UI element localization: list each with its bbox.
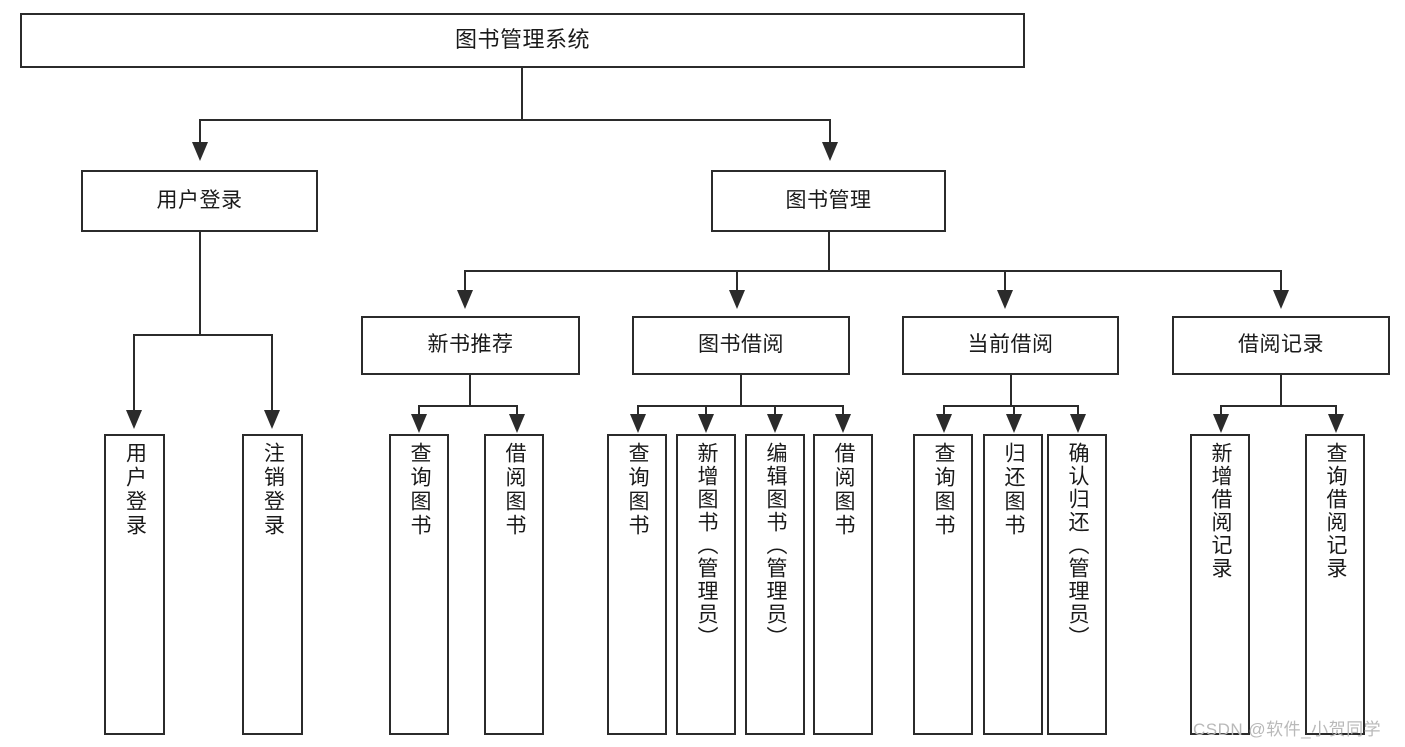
leaf-new-book-borrow[interactable]: 借阅图书 [484,434,544,735]
connector-user-login-stem [199,232,201,336]
connector-book-manage-branch-4 [1280,270,1282,292]
arrowhead-book-borrow-leaf-2 [698,414,714,433]
connector-book-manage-branch-2 [736,270,738,292]
leaf-book-borrow-query[interactable]: 查询图书 [607,434,667,735]
arrowhead-level3-new-book [457,290,473,309]
leaf-user-login-logout[interactable]: 注销登录 [242,434,303,735]
node-new-book-recommend[interactable]: 新书推荐 [361,316,580,375]
connector-new-book-bus [418,405,518,407]
connector-root-stem [521,68,523,119]
connector-new-book-branch-1 [418,405,420,417]
connector-user-login-branch-1 [133,334,135,412]
node-borrow-record[interactable]: 借阅记录 [1172,316,1390,375]
node-label: 编辑图书（管理员） [764,442,788,649]
node-label: 查询借阅记录 [1324,442,1348,580]
connector-current-borrow-branch-2 [1013,405,1015,417]
arrowhead-level3-book-borrow [729,290,745,309]
node-label: 新书推荐 [427,333,514,357]
arrowhead-borrow-record-leaf-1 [1213,414,1229,433]
connector-borrow-record-stem [1280,375,1282,407]
node-label: 新增借阅记录 [1209,442,1233,580]
leaf-new-book-query[interactable]: 查询图书 [389,434,449,735]
node-label: 借阅记录 [1238,333,1324,357]
node-label: 用户登录 [156,188,243,212]
connector-user-login-bus [133,334,273,336]
connector-borrow-record-bus [1220,405,1337,407]
leaf-book-borrow-add[interactable]: 新增图书（管理员） [676,434,736,735]
node-root-system[interactable]: 图书管理系统 [20,13,1025,68]
leaf-current-borrow-confirm[interactable]: 确认归还（管理员） [1047,434,1107,735]
node-label: 查询图书 [408,442,432,538]
connector-current-borrow-stem [1010,375,1012,407]
node-book-borrow[interactable]: 图书借阅 [632,316,850,375]
node-label: 当前借阅 [967,333,1054,357]
connector-user-login-branch-2 [271,334,273,412]
connector-current-borrow-branch-1 [943,405,945,417]
leaf-current-borrow-return[interactable]: 归还图书 [983,434,1043,735]
arrowhead-borrow-record-leaf-2 [1328,414,1344,433]
node-user-login[interactable]: 用户登录 [81,170,318,232]
connector-borrow-record-branch-1 [1220,405,1222,417]
arrowhead-current-borrow-leaf-2 [1006,414,1022,433]
connector-current-borrow-branch-3 [1077,405,1079,417]
leaf-user-login-login[interactable]: 用户登录 [104,434,165,735]
arrowhead-user-login-leaf-2 [264,410,280,429]
arrowhead-book-borrow-leaf-4 [835,414,851,433]
connector-book-borrow-bus [637,405,844,407]
connector-new-book-stem [469,375,471,407]
leaf-book-borrow-borrow[interactable]: 借阅图书 [813,434,873,735]
connector-current-borrow-bus [943,405,1079,407]
arrowhead-root-to-book-manage [822,142,838,161]
node-label: 新增图书（管理员） [695,442,719,649]
arrowhead-new-book-leaf-1 [411,414,427,433]
node-label: 注销登录 [261,442,285,538]
connector-book-borrow-branch-4 [842,405,844,417]
arrowhead-root-to-user-login [192,142,208,161]
arrowhead-book-borrow-leaf-1 [630,414,646,433]
node-label: 图书管理系统 [454,27,590,53]
node-label: 查询图书 [626,442,650,538]
node-label: 图书管理 [785,188,872,212]
connector-root-to-book-manage [829,119,831,144]
connector-root-bus [199,119,831,121]
node-label: 用户登录 [123,442,147,538]
node-label: 确认归还（管理员） [1066,442,1090,649]
arrowhead-new-book-leaf-2 [509,414,525,433]
arrowhead-level3-current-borrow [997,290,1013,309]
node-label: 借阅图书 [832,442,856,538]
connector-book-manage-branch-3 [1004,270,1006,292]
connector-book-manage-bus [464,270,1281,272]
arrowhead-user-login-leaf-1 [126,410,142,429]
arrowhead-current-borrow-leaf-3 [1070,414,1086,433]
node-label: 归还图书 [1002,442,1026,538]
leaf-current-borrow-query[interactable]: 查询图书 [913,434,973,735]
connector-book-manage-stem [828,232,830,272]
connector-new-book-branch-2 [516,405,518,417]
connector-book-manage-branch-1 [464,270,466,292]
node-book-management[interactable]: 图书管理 [711,170,946,232]
arrowhead-current-borrow-leaf-1 [936,414,952,433]
connector-book-borrow-stem [740,375,742,407]
node-label: 查询图书 [932,442,956,538]
arrowhead-book-borrow-leaf-3 [767,414,783,433]
node-label: 图书借阅 [698,333,784,357]
leaf-book-borrow-edit[interactable]: 编辑图书（管理员） [745,434,805,735]
node-label: 借阅图书 [503,442,527,538]
connector-book-borrow-branch-2 [705,405,707,417]
node-current-borrow[interactable]: 当前借阅 [902,316,1119,375]
connector-book-borrow-branch-1 [637,405,639,417]
connector-root-to-user-login [199,119,201,144]
connector-book-borrow-branch-3 [774,405,776,417]
connector-borrow-record-branch-2 [1335,405,1337,417]
leaf-borrow-record-query[interactable]: 查询借阅记录 [1305,434,1365,735]
leaf-borrow-record-add[interactable]: 新增借阅记录 [1190,434,1250,735]
arrowhead-level3-borrow-record [1273,290,1289,309]
